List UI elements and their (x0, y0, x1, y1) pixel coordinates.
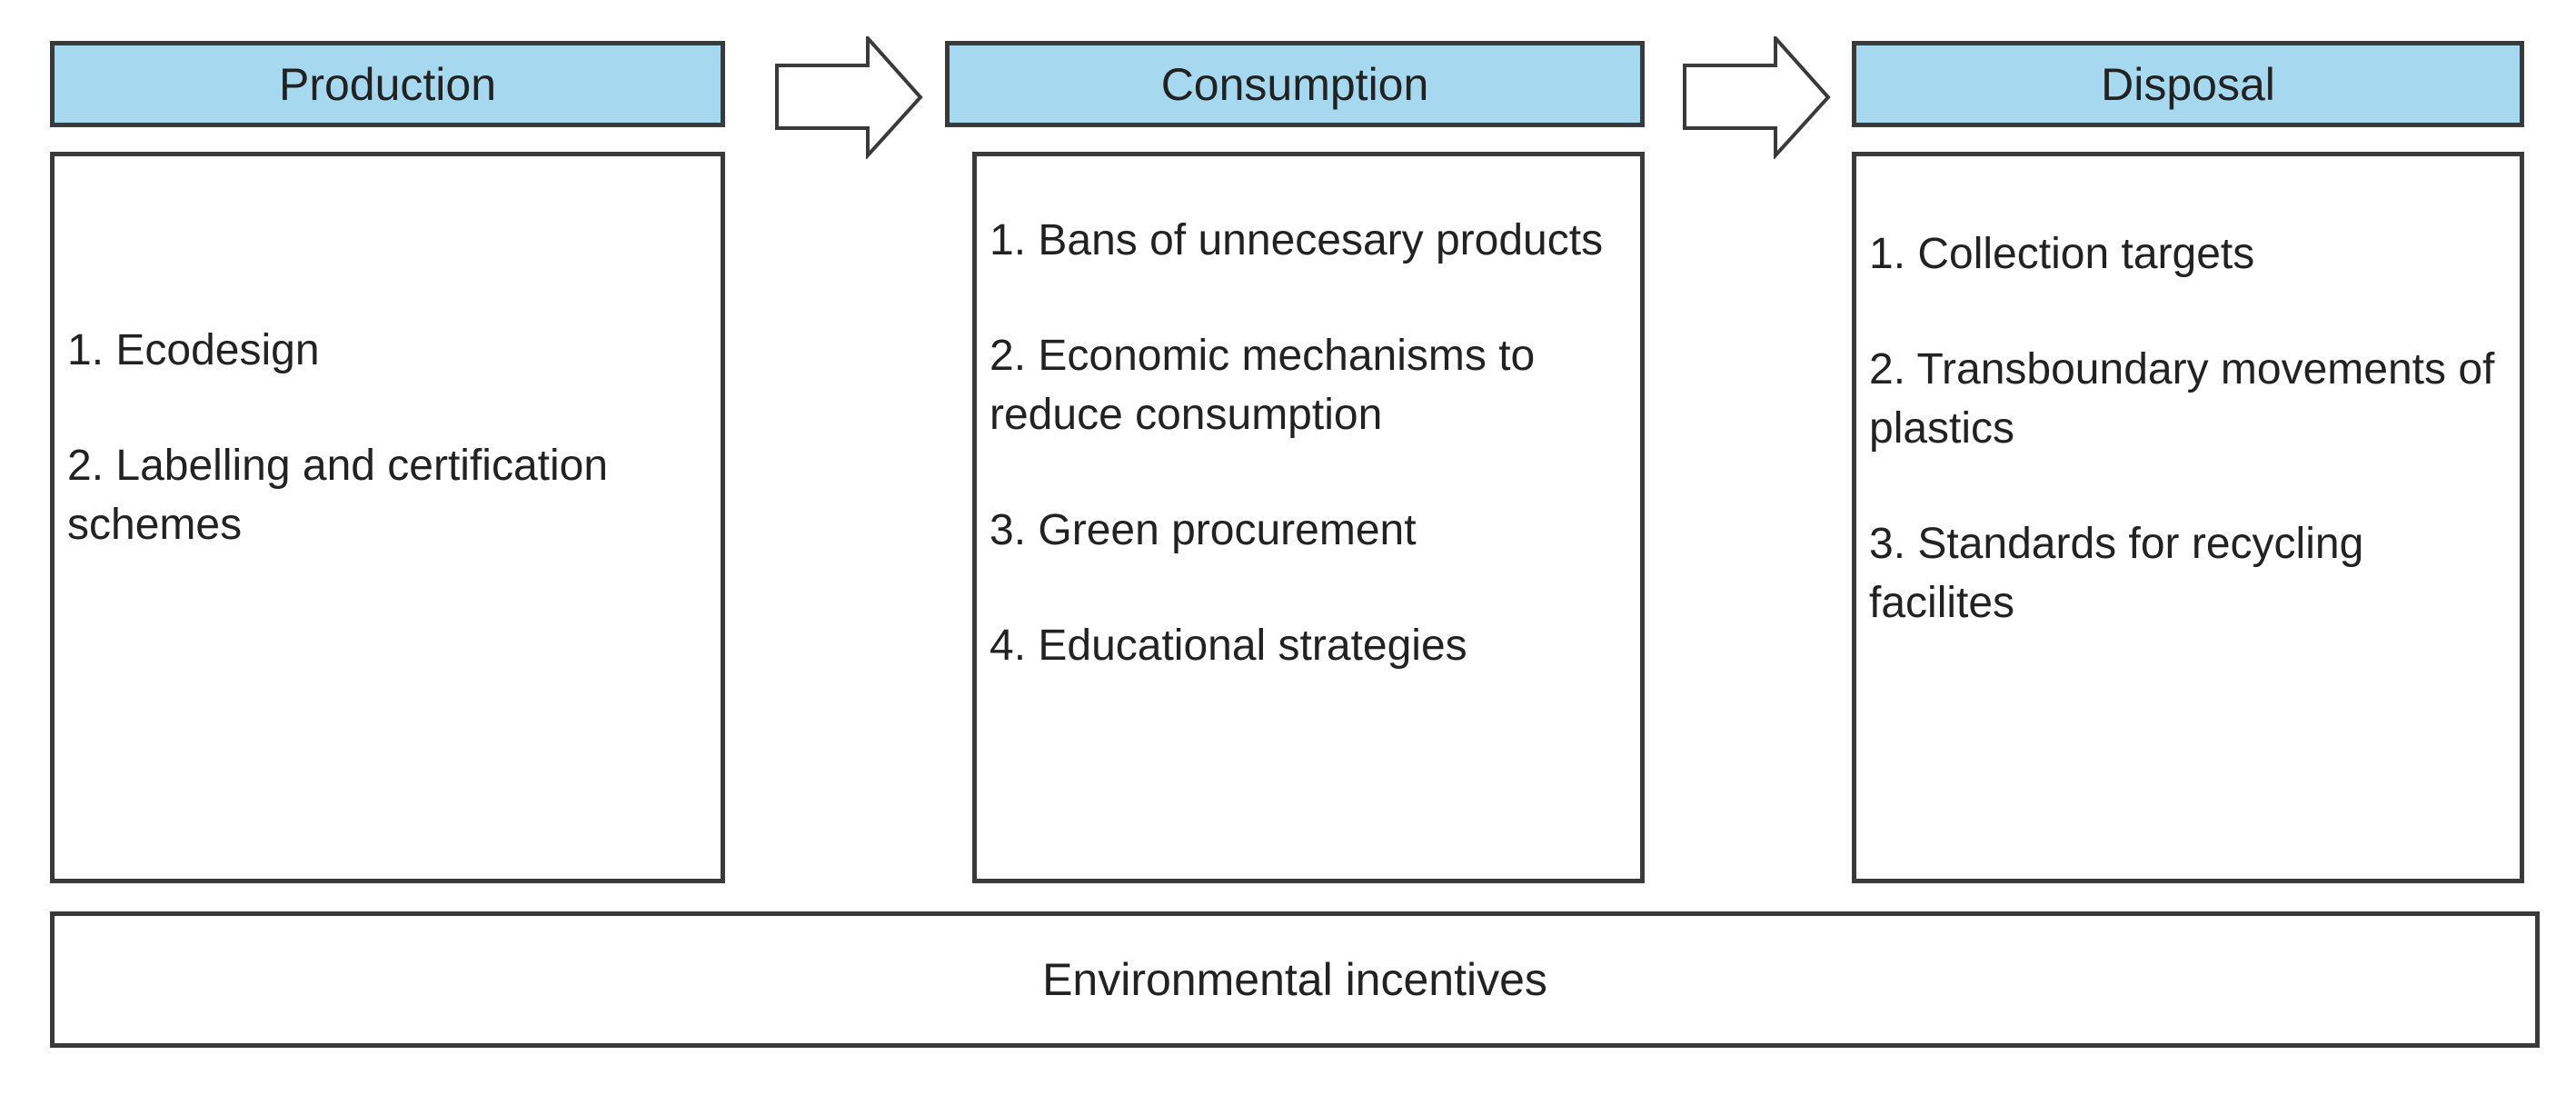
environmental-incentives-box: Environmental incentives (50, 911, 2540, 1048)
disposal-box: 1. Collection targets 2. Transboundary m… (1852, 152, 2524, 883)
right-arrow-icon (1683, 36, 1831, 159)
consumption-item-procurement: 3. Green procurement (990, 506, 1417, 554)
right-arrow-icon (775, 36, 923, 159)
consumption-item-bans: 1. Bans of unnecesary products (990, 216, 1604, 264)
consumption-title: Consumption (1160, 58, 1429, 110)
disposal-header: Disposal (1852, 41, 2524, 127)
disposal-title: Disposal (2101, 58, 2275, 110)
consumption-item-economic: 2. Economic mechanisms to reduce consump… (990, 332, 1536, 439)
disposal-item-standards: 3. Standards for recycling facilites (1869, 520, 2364, 627)
disposal-item-collection: 1. Collection targets (1869, 230, 2255, 278)
production-box: 1. Ecodesign 2. Labelling and certificat… (50, 152, 725, 883)
disposal-item-transboundary: 2. Transboundary movements of plastics (1869, 345, 2495, 453)
production-item-labelling: 2. Labelling and certification schemes (67, 442, 609, 549)
production-header: Production (50, 41, 725, 127)
consumption-header: Consumption (945, 41, 1645, 127)
production-item-ecodesign: 1. Ecodesign (67, 326, 320, 374)
consumption-box: 1. Bans of unnecesary products 2. Econom… (972, 152, 1645, 883)
environmental-incentives-label: Environmental incentives (1042, 954, 1547, 1005)
production-title: Production (278, 58, 497, 110)
consumption-item-education: 4. Educational strategies (990, 622, 1467, 670)
